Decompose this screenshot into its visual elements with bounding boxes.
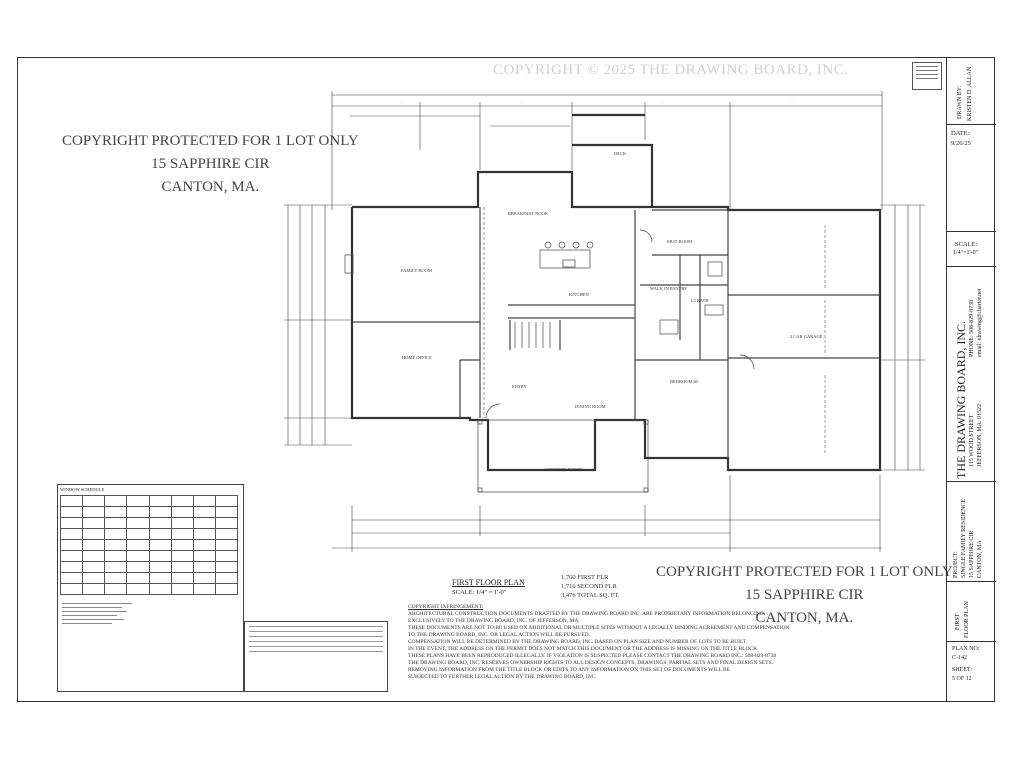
title-block-company: THE DRAWING BOARD, INC. 115 WOOD STREET … <box>947 267 996 482</box>
copyright-right-line1: COPYRIGHT PROTECTED FOR 1 LOT ONLY <box>656 564 953 580</box>
legend-box <box>912 62 942 90</box>
company-phone: PHONE: 508-829-8738 <box>969 299 975 357</box>
svg-text:····: ···· <box>660 99 664 103</box>
drawing-sheet-border <box>17 57 995 702</box>
drawn-by-value: KRISTEN D. ALLAN <box>967 66 973 121</box>
copyright-notice-line: THESE DOCUMENTS ARE NOT TO BE USED ON AD… <box>408 625 790 631</box>
copyright-watermark: COPYRIGHT © 2025 THE DRAWING BOARD, INC. <box>493 62 849 78</box>
room-label-deck: DECK <box>614 151 627 156</box>
title-block-date: DATE: 9/26/25 <box>947 125 996 232</box>
plan-no-label: PLAN NO: <box>952 646 980 652</box>
copyright-notice-line: ARCHITECTURAL CONSTRUCTION DOCUMENTS DRA… <box>408 611 764 617</box>
window-schedule-title: WINDOW SCHEDULE <box>60 487 105 492</box>
plan-scale: SCALE: 1/4" = 1'-0" <box>452 589 507 596</box>
svg-text:····: ···· <box>400 99 404 103</box>
title-block-sheet-title: FIRST FLOOR PLAN <box>947 582 996 642</box>
copyright-block-right: COPYRIGHT PROTECTED FOR 1 LOT ONLY 15 SA… <box>656 561 953 630</box>
window-schedule-panel: WINDOW SCHEDULE <box>57 484 244 692</box>
copyright-notice-title: COPYRIGHT INFRINGEMENT: <box>408 604 484 610</box>
date-label: DATE: <box>951 130 970 137</box>
area-summary: 1,760 FIRST FLR 1,716 SECOND FLR 3,476 T… <box>561 573 619 600</box>
room-label-nook: BREAKFAST NOOK <box>508 211 549 216</box>
room-label-entry: ENTRY <box>512 384 528 389</box>
copyright-block-left: COPYRIGHT PROTECTED FOR 1 LOT ONLY 15 SA… <box>62 130 359 199</box>
area-first-floor: 1,760 FIRST FLR <box>561 574 609 581</box>
copyright-right-line3: CANTON, MA. <box>755 610 854 626</box>
general-notes-box <box>244 621 388 692</box>
title-block-project: PROJECT: SINGLE FAMILY RESIDENCE 15 SAPP… <box>947 482 996 582</box>
copyright-notice-line: SUBJECTED TO FURTHER LEGAL ACTION BY THE… <box>408 674 597 680</box>
room-label-pantry: WALK IN PANTRY <box>650 286 688 291</box>
room-label-kitchen: KITCHEN <box>569 292 589 297</box>
scale-value: 1/4"=1'-0" <box>953 250 979 256</box>
room-label-porch: COVERED PORCH <box>545 467 583 472</box>
title-block-plan-number: PLAN NO: C-142 SHEET: 5 OF 12 <box>947 642 996 702</box>
room-label-garage: 2 CAR GARAGE <box>790 334 823 339</box>
project-address-2: CANTON, MA <box>977 540 983 578</box>
company-email: email: tdrawing@charter.net <box>977 288 983 358</box>
window-schedule-table <box>59 495 239 595</box>
plan-no-value: C-142 <box>952 655 967 661</box>
room-label-bedroom: BEDROOM #5 <box>670 379 699 384</box>
room-label-family: FAMILY ROOM <box>401 268 432 273</box>
project-name: SINGLE FAMILY RESIDENCE <box>961 498 967 578</box>
title-block-drawn-by: DRAWN BY: KRISTEN D. ALLAN <box>947 57 996 125</box>
scale-label: SCALE: <box>955 241 978 248</box>
copyright-notice-line: COMPENSATION WILL BE DETERMINED BY THE D… <box>408 639 748 645</box>
company-address-2: JEFFERSON, MA. 01522 <box>977 403 983 467</box>
room-label-dining: DINING ROOM <box>575 404 606 409</box>
copyright-left-line3: CANTON, MA. <box>161 179 260 195</box>
svg-text:····: ···· <box>790 99 794 103</box>
copyright-notice-line: IN THE EVENT, THE ADDRESS ON THE PERMIT … <box>408 646 758 652</box>
sheet-title-2: FLOOR PLAN <box>964 601 970 638</box>
project-label: PROJECT: <box>953 551 959 578</box>
area-total: 3,476 TOTAL SQ. FT. <box>561 592 620 599</box>
svg-text:····: ···· <box>520 99 524 103</box>
room-label-bath: 1/2 BATH <box>690 298 709 303</box>
copyright-notice-line: REMOVING INFORMATION FROM THE TITLE BLOC… <box>408 667 731 673</box>
sheet-title-1: FIRST <box>955 613 961 630</box>
title-block: DRAWN BY: KRISTEN D. ALLAN DATE: 9/26/25… <box>946 57 996 702</box>
copyright-infringement-notice: COPYRIGHT INFRINGEMENT: ARCHITECTURAL CO… <box>408 604 789 681</box>
copyright-right-line2: 15 SAPPHIRE CIR <box>745 587 864 603</box>
sheet-label: SHEET: <box>952 667 973 673</box>
floor-plan-drawing: FAMILY ROOM HOME OFFICE BREAKFAST NOOK K… <box>284 91 925 552</box>
plan-title: FIRST FLOOR PLAN <box>452 578 525 587</box>
date-value: 9/26/25 <box>951 140 971 147</box>
copyright-notice-line: EXCLUSIVELY TO THE DRAWING BOARD, INC. O… <box>408 618 580 624</box>
window-schedule-notes <box>62 603 243 624</box>
copyright-notice-line: TO THE DRAWING BOARD, INC. OR LEGAL ACTI… <box>408 632 591 638</box>
sheet-value: 5 OF 12 <box>952 676 972 682</box>
copyright-left-line2: 15 SAPPHIRE CIR <box>151 156 270 172</box>
copyright-left-line1: COPYRIGHT PROTECTED FOR 1 LOT ONLY <box>62 133 359 149</box>
company-name: THE DRAWING BOARD, INC. <box>954 320 968 479</box>
room-label-mud: MUD ROOM <box>667 239 692 244</box>
area-second-floor: 1,716 SECOND FLR <box>561 583 617 590</box>
title-block-scale: SCALE: 1/4"=1'-0" <box>947 232 996 267</box>
copyright-notice-line: THESE PLANS HAVE BEEN REPRODUCED ILLEGAL… <box>408 653 777 659</box>
project-address-1: 15 SAPPHIRE CIR <box>969 530 975 578</box>
copyright-notice-line: THE DRAWING BOARD, INC. RESERVES OWNERSH… <box>408 660 774 666</box>
company-address-1: 115 WOOD STREET <box>969 414 975 467</box>
drawn-by-label: DRAWN BY: <box>957 85 963 119</box>
room-label-office: HOME OFFICE <box>402 355 432 360</box>
